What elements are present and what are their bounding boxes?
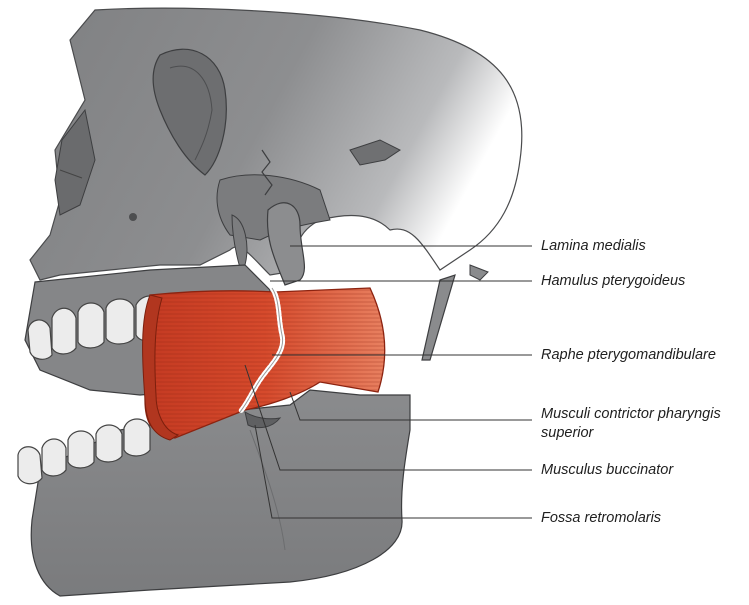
label-raphe-pterygomandibulare: Raphe pterygomandibulare: [541, 346, 716, 364]
label-lamina-medialis: Lamina medialis: [541, 237, 646, 255]
styloid-process: [422, 275, 455, 360]
label-musculus-buccinator: Musculus buccinator: [541, 461, 673, 479]
mandible: [31, 390, 410, 596]
label-musculi-contrictor-line2: superior: [541, 424, 593, 442]
label-fossa-retromolaris: Fossa retromolaris: [541, 509, 661, 527]
label-musculi-contrictor-line1: Musculi contrictor pharyngis: [541, 405, 721, 423]
label-hamulus-pterygoideus: Hamulus pterygoideus: [541, 272, 685, 290]
